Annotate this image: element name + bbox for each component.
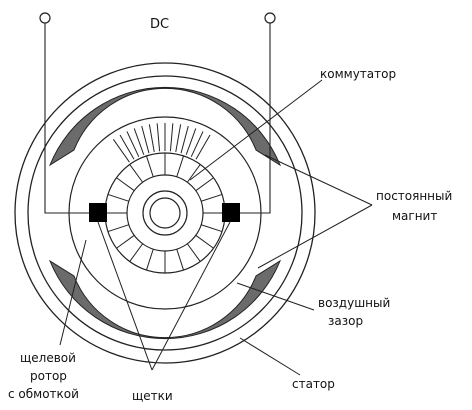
permanent-magnet-bottom <box>48 259 282 340</box>
rotor-slot-line <box>169 123 174 152</box>
commutator-segment-line <box>116 177 135 192</box>
label-permanent-magnet-2: магнит <box>392 209 437 223</box>
shaft-inner-circle <box>149 197 181 229</box>
commutator-segment-line <box>176 248 185 271</box>
commutator-segment-line <box>107 224 130 233</box>
leader-commutator <box>189 79 323 181</box>
rotor-slot-line <box>156 123 161 152</box>
rotor-slot-line <box>133 128 145 155</box>
brush-left <box>89 203 107 222</box>
label-stator: статор <box>292 377 335 391</box>
rotor-slot-line <box>148 124 155 153</box>
rotor-slot-line <box>190 131 204 158</box>
commutator-segment-line <box>186 243 201 262</box>
label-airgap-2: зазор <box>328 314 363 328</box>
commutator-segment-line <box>145 248 154 271</box>
rotor-slot-line <box>141 125 150 154</box>
commutator-segment-line <box>195 234 214 249</box>
commutator-segment-line <box>107 193 130 202</box>
label-permanent-magnet-1: постоянный <box>376 189 452 203</box>
stator-outer-circle <box>14 62 316 364</box>
commutator-segment-line <box>186 164 201 183</box>
leader-brush-right <box>151 221 231 371</box>
leader-magnet-top <box>264 154 373 206</box>
rotor-slot-line <box>185 128 197 155</box>
leader-airgap <box>236 282 315 311</box>
label-rotor-3: с обмоткой <box>8 387 79 401</box>
stator-inner-circle <box>27 75 303 351</box>
commutator-segment-line <box>200 224 223 233</box>
leader-magnet-bottom <box>257 204 373 269</box>
commutator-segment-line <box>195 177 214 192</box>
commutator-segment-line <box>176 155 185 178</box>
rotor-slot-line <box>119 134 135 160</box>
lead-wire-left <box>44 23 97 214</box>
commutator-segments <box>105 153 225 273</box>
commutator-segment-line <box>116 234 135 249</box>
commutator-segment-line <box>129 243 144 262</box>
label-brushes: щетки <box>132 389 173 403</box>
leader-stator <box>239 337 301 376</box>
commutator-segment-line <box>200 193 223 202</box>
rotor-slot-line <box>126 131 140 158</box>
rotor-slot-line <box>175 124 182 153</box>
permanent-magnet-top <box>48 86 282 167</box>
rotor-slot-line <box>180 125 189 154</box>
dc-label: DC <box>150 17 169 32</box>
brush-right <box>222 203 240 222</box>
label-rotor-1: щелевой <box>20 351 76 365</box>
terminal-left <box>39 12 51 24</box>
lead-wire-right <box>232 23 271 214</box>
commutator-segment-line <box>129 164 144 183</box>
label-commutator: коммутатор <box>320 67 396 81</box>
leader-rotor <box>59 239 87 346</box>
rotor-slot-line <box>112 138 130 163</box>
rotor-slots <box>112 123 211 163</box>
terminal-right <box>264 12 276 24</box>
leader-brush-left <box>97 221 153 371</box>
label-rotor-2: ротор <box>30 369 67 383</box>
rotor-slot-line <box>195 134 211 160</box>
commutator-segment-line <box>145 155 154 178</box>
label-airgap-1: воздушный <box>318 296 390 310</box>
